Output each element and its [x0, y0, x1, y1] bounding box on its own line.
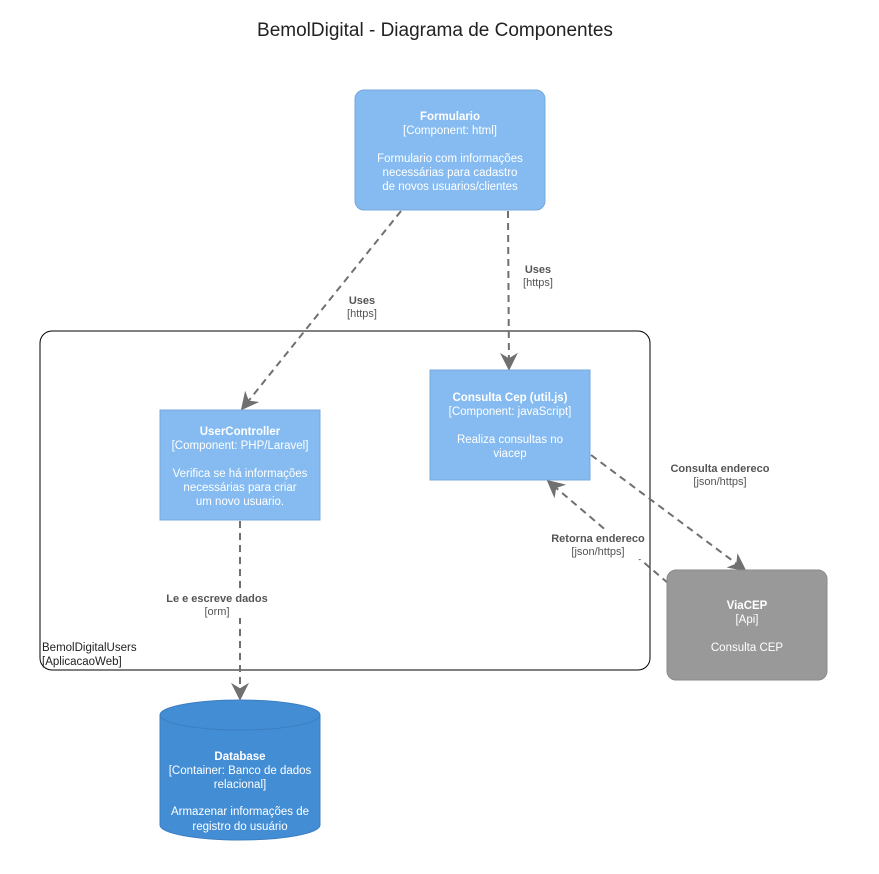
- boundary-bemoldigitalusers[interactable]: [39, 330, 651, 671]
- edge-label-viacep-consultacep: Retorna endereco [json/https]: [547, 531, 649, 559]
- svg-text:UserController: UserController: [200, 426, 281, 438]
- edge-label-formulario-usercontroller: Uses [https]: [338, 293, 388, 321]
- svg-text:[https]: [https]: [523, 277, 553, 289]
- node-viacep[interactable]: ViaCEP [Api] Consulta CEP: [666, 569, 828, 681]
- viacep-name: ViaCEP: [727, 600, 768, 612]
- node-consultacep[interactable]: Consulta Cep (util.js) [Component: javaS…: [429, 369, 591, 481]
- edge-label-consultacep-viacep: Consulta endereco [json/https]: [668, 461, 774, 489]
- database-name: Database: [214, 751, 265, 763]
- svg-text:[https]: [https]: [347, 308, 377, 320]
- svg-text:[json/https]: [json/https]: [693, 476, 746, 488]
- svg-text:Formulario: Formulario: [420, 111, 480, 123]
- usercontroller-desc-3: um novo usuario.: [196, 496, 284, 508]
- edge-label-formulario-consultacep: Uses [https]: [514, 262, 564, 290]
- usercontroller-type: [Component: PHP/Laravel]: [172, 440, 309, 452]
- node-database[interactable]: Database [Container: Banco de dados rela…: [159, 699, 321, 841]
- svg-text:Uses: Uses: [349, 295, 375, 307]
- boundary-name: BemolDigitalUsers: [42, 642, 137, 654]
- database-type-2: relacional]: [214, 779, 266, 791]
- database-desc-2: registro do usuário: [192, 821, 287, 833]
- svg-text:Consulta endereco: Consulta endereco: [670, 463, 769, 475]
- consultacep-desc-2: viacep: [493, 448, 526, 460]
- formulario-desc-2: necessárias para cadastro: [383, 167, 518, 179]
- svg-text:[orm]: [orm]: [204, 606, 229, 618]
- svg-text:Uses: Uses: [525, 264, 551, 276]
- usercontroller-name: UserController: [200, 426, 281, 438]
- formulario-desc-3: de novos usuarios/clientes: [382, 181, 518, 193]
- svg-text:Le e escreve dados: Le e escreve dados: [166, 593, 268, 605]
- formulario-type: [Component: html]: [403, 125, 497, 137]
- svg-text:[json/https]: [json/https]: [571, 546, 624, 558]
- usercontroller-desc-2: necessárias para criar: [183, 482, 296, 494]
- viacep-desc: Consulta CEP: [711, 642, 784, 654]
- consultacep-type: [Component: javaScript]: [449, 406, 572, 418]
- database-type-1: [Container: Banco de dados: [169, 765, 312, 777]
- svg-text:ViaCEP: ViaCEP: [727, 600, 768, 612]
- consultacep-name: Consulta Cep (util.js): [453, 392, 568, 404]
- consultacep-desc-1: Realiza consultas no: [457, 434, 563, 446]
- edge-consultacep-viacep: [590, 454, 747, 572]
- edge-formulario-usercontroller: [240, 210, 402, 411]
- edge-formulario-consultacep: [499, 210, 518, 371]
- svg-text:Retorna endereco: Retorna endereco: [551, 533, 645, 545]
- formulario-name: Formulario: [420, 111, 480, 123]
- usercontroller-desc-1: Verifica se há informações: [173, 468, 308, 480]
- node-usercontroller[interactable]: UserController [Component: PHP/Laravel] …: [159, 409, 321, 521]
- node-formulario[interactable]: Formulario [Component: html] Formulario …: [354, 89, 546, 211]
- diagram-title: BemolDigital - Diagrama de Componentes: [257, 20, 613, 41]
- edge-label-usercontroller-database: Le e escreve dados [orm]: [162, 590, 274, 618]
- boundary-type: [AplicacaoWeb]: [42, 656, 122, 668]
- formulario-desc-1: Formulario com informações: [377, 153, 523, 165]
- svg-text:Consulta Cep (util.js): Consulta Cep (util.js): [453, 392, 568, 404]
- svg-text:Database: Database: [214, 751, 265, 763]
- viacep-type: [Api]: [735, 614, 758, 626]
- database-desc-1: Armazenar informações de: [171, 806, 309, 818]
